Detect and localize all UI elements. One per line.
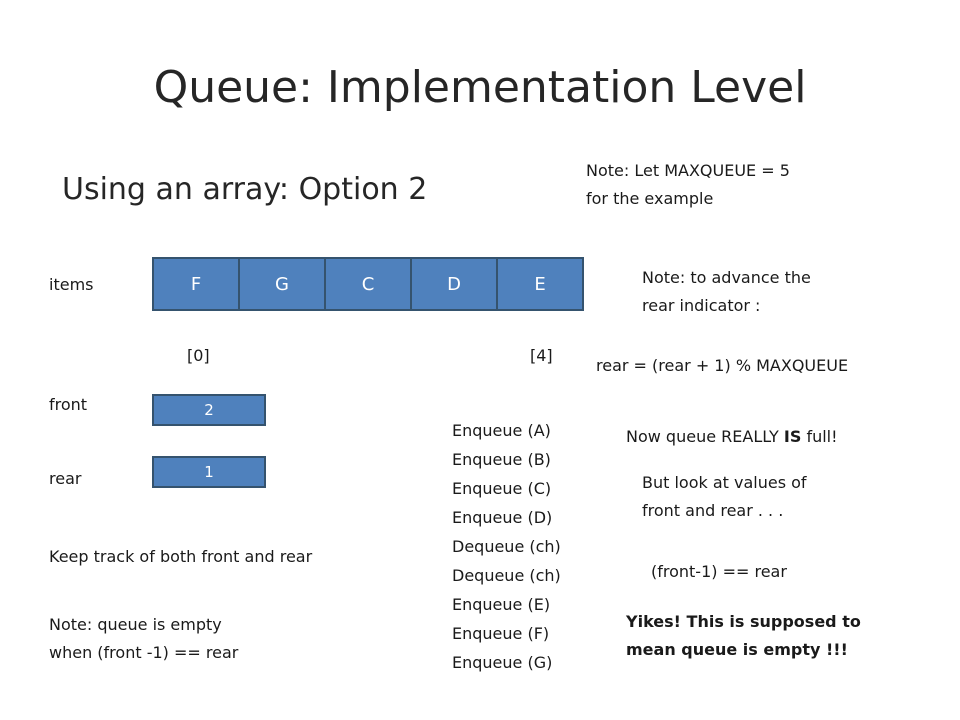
maxqueue-note: Note: Let MAXQUEUE = 5 for the example: [586, 157, 790, 213]
operation-item: Enqueue (G): [452, 653, 553, 672]
rear-label: rear: [49, 469, 82, 488]
array-cell: D: [410, 257, 498, 311]
items-label: items: [49, 275, 94, 294]
yikes-note-line: Yikes! This is supposed to: [626, 612, 861, 631]
operation-item: Enqueue (B): [452, 450, 551, 469]
rear-value-box: 1: [152, 456, 266, 488]
array-cell: G: [238, 257, 326, 311]
array-cell: F: [152, 257, 240, 311]
condition-text: (front-1) == rear: [651, 562, 787, 581]
empty-note-line: Note: queue is empty: [49, 615, 222, 634]
operation-item: Enqueue (F): [452, 624, 550, 643]
yikes-note-line: mean queue is empty !!!: [626, 640, 848, 659]
operation-item: Enqueue (D): [452, 508, 553, 527]
look-note: But look at values of front and rear . .…: [642, 469, 807, 525]
empty-note: Note: queue is empty when (front -1) == …: [49, 611, 238, 667]
operation-item: Dequeue (ch): [452, 566, 561, 585]
maxqueue-note-line: Note: Let MAXQUEUE = 5: [586, 161, 790, 180]
operation-item: Dequeue (ch): [452, 537, 561, 556]
front-label: front: [49, 395, 88, 414]
operations-list: Enqueue (A) Enqueue (B) Enqueue (C) Enqu…: [452, 416, 561, 677]
full-note-emphasis: IS: [783, 427, 802, 446]
full-note-before: Now queue REALLY: [626, 427, 784, 446]
empty-note-line: when (front -1) == rear: [49, 643, 239, 662]
full-note: Now queue REALLY IS full!: [626, 427, 838, 446]
operation-item: Enqueue (C): [452, 479, 552, 498]
yikes-note: Yikes! This is supposed to mean queue is…: [626, 608, 861, 664]
maxqueue-note-line: for the example: [586, 189, 714, 208]
operation-item: Enqueue (A): [452, 421, 551, 440]
index-first-label: [0]: [187, 346, 210, 365]
items-array: F G C D E: [152, 257, 584, 311]
advance-note: Note: to advance the rear indicator :: [642, 264, 811, 320]
advance-note-line: rear indicator :: [642, 296, 761, 315]
array-cell: C: [324, 257, 412, 311]
slide-subtitle: Using an array: Option 2: [62, 172, 428, 207]
look-note-line: But look at values of: [642, 473, 807, 492]
advance-note-line: Note: to advance the: [642, 268, 811, 287]
keep-track-note: Keep track of both front and rear: [49, 547, 313, 566]
array-cell: E: [496, 257, 584, 311]
slide-title: Queue: Implementation Level: [153, 62, 807, 113]
formula-text: rear = (rear + 1) % MAXQUEUE: [596, 356, 849, 375]
operation-item: Enqueue (E): [452, 595, 551, 614]
front-value-box: 2: [152, 394, 266, 426]
full-note-after: full!: [801, 427, 838, 446]
look-note-line: front and rear . . .: [642, 501, 784, 520]
index-last-label: [4]: [530, 346, 553, 365]
